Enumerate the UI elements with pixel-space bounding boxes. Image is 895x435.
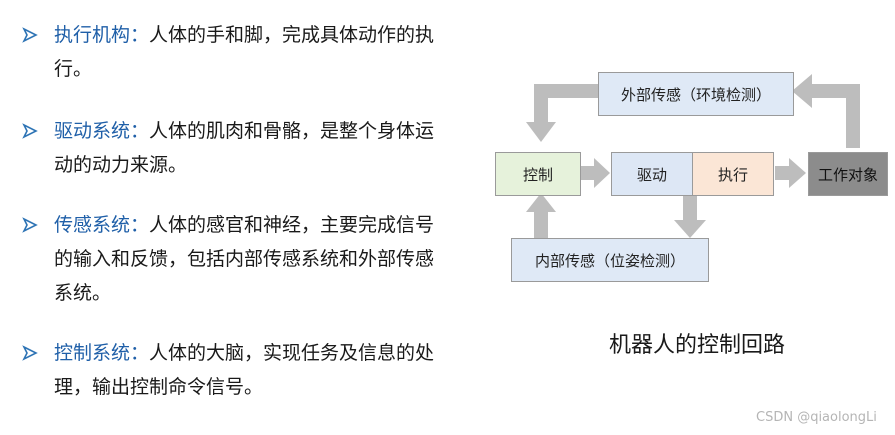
- arrow-drive-to-internal: [674, 195, 706, 238]
- work-object-box: 工作对象: [808, 152, 888, 196]
- bullet-term: 传感系统：: [54, 214, 150, 236]
- external-sensor-box: 外部传感（环境检测）: [598, 72, 794, 116]
- arrow-bullet-icon: [22, 217, 38, 233]
- arrow-external-to-control: [526, 84, 598, 142]
- bullet-text: 系统。: [54, 282, 112, 304]
- arrow-bullet-icon: [22, 27, 38, 43]
- control-box: 控制: [495, 152, 581, 196]
- bullet-text: 人体的手和脚，完成具体动作的执: [149, 24, 435, 46]
- bullet-text: 人体的肌肉和骨骼，是整个身体运: [149, 120, 435, 142]
- bullet-term: 驱动系统：: [54, 120, 150, 142]
- bullet-item-actuator: 执行机构：人体的手和脚，完成具体动作的执行。: [22, 18, 482, 86]
- bullet-text: 的输入和反馈，包括内部传感系统和外部传感: [54, 248, 435, 270]
- bullet-text: 人体的感官和神经，主要完成信号: [149, 214, 435, 236]
- bullet-item-control: 控制系统：人体的大脑，实现任务及信息的处理，输出控制命令信号。: [22, 336, 482, 404]
- bullet-term: 控制系统：: [54, 342, 150, 364]
- arrow-control-to-drive: [580, 158, 610, 188]
- diagram-caption: 机器人的控制回路: [609, 333, 786, 358]
- arrow-bullet-icon: [22, 123, 38, 139]
- watermark: CSDN @qiaolongLi: [756, 410, 877, 425]
- bullet-text: 行。: [54, 58, 93, 80]
- bullet-item-sensor: 传感系统：人体的感官和神经，主要完成信号的输入和反馈，包括内部传感系统和外部传感…: [22, 208, 482, 310]
- diagram-arrows: [526, 74, 860, 240]
- internal-sensor-box: 内部传感（位姿检测）: [511, 238, 709, 282]
- bullet-term: 执行机构：: [54, 24, 150, 46]
- bullet-item-drive: 驱动系统：人体的肌肉和骨骼，是整个身体运动的动力来源。: [22, 114, 482, 182]
- control-loop-diagram: 外部传感（环境检测） 控制 驱动 执行 工作对象 内部传感（位姿检测）: [490, 62, 890, 292]
- arrow-execute-to-work: [775, 158, 806, 188]
- bullet-text: 动的动力来源。: [54, 154, 188, 176]
- bullet-text: 理，输出控制命令信号。: [54, 376, 264, 398]
- drive-box: 驱动: [611, 152, 693, 196]
- arrow-work-to-external: [792, 74, 860, 148]
- arrow-internal-to-control: [526, 193, 556, 240]
- execute-box: 执行: [692, 152, 774, 196]
- bullet-text: 人体的大脑，实现任务及信息的处: [149, 342, 435, 364]
- arrow-bullet-icon: [22, 345, 38, 361]
